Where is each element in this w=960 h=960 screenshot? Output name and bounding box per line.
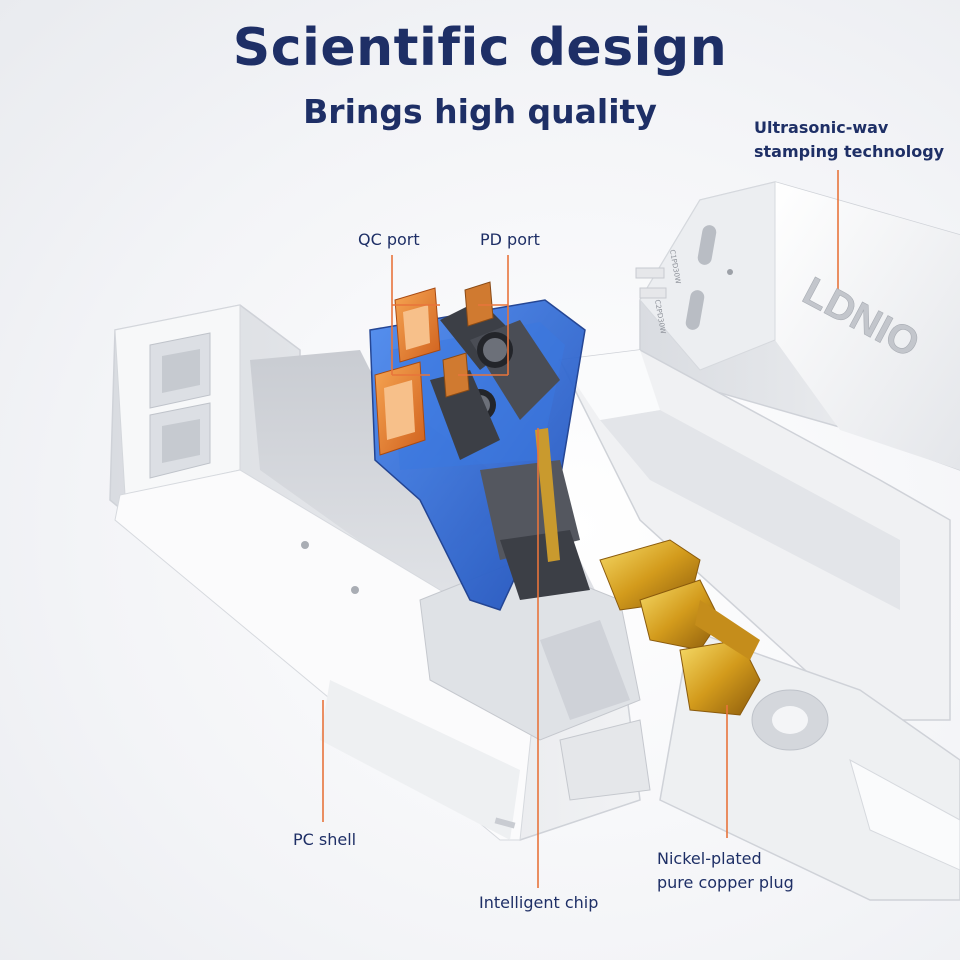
callout-copper-line2: pure copper plug [657,873,794,892]
usb-c-slot-2-icon [685,290,705,330]
callout-ultrasonic-line1: Ultrasonic-wav [754,118,889,137]
page-title: Scientific design [232,18,728,78]
leader-lines [322,170,839,888]
callout-copper-plug: Nickel-plated pure copper plug [657,847,794,895]
top-cover [635,181,960,471]
callout-pc-shell: PC shell [293,830,357,849]
callout-pd-port: PD port [480,230,540,249]
callout-copper-line1: Nickel-plated [657,849,762,868]
pc-shell-body [109,304,651,841]
pcb-board [369,281,590,611]
usb-c-slot-1-icon [697,225,717,265]
callout-ultrasonic: Ultrasonic-wav stamping technology [754,116,944,164]
callout-ultrasonic-line2: stamping technology [754,142,945,161]
callout-qc-port: QC port [358,230,420,249]
page-subtitle: Brings high quality [303,92,657,131]
callout-intelligent-chip: Intelligent chip [479,893,599,912]
copper-plug [599,539,761,716]
